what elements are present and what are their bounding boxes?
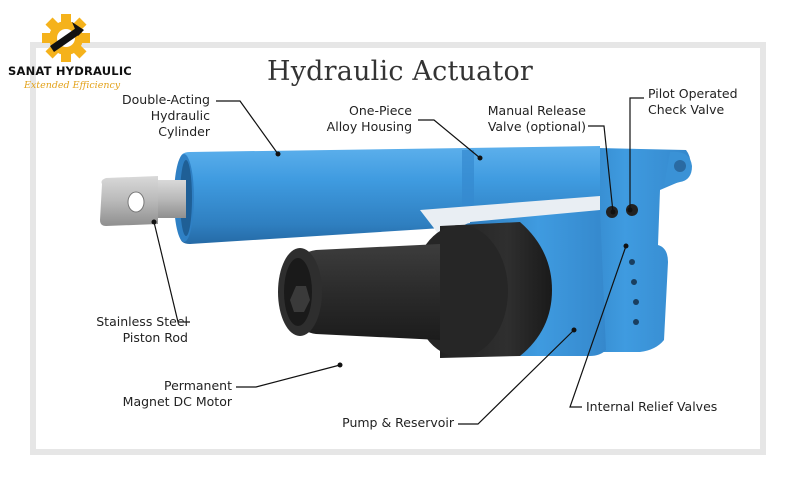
piston-rod bbox=[100, 176, 186, 226]
label-relief-valves: Internal Relief Valves bbox=[586, 399, 717, 415]
label-alloy-housing: One-Piece Alloy Housing bbox=[327, 103, 412, 135]
label-pump-reservoir: Pump & Reservoir bbox=[342, 415, 454, 431]
label-piston-rod: Stainless Steel Piston Rod bbox=[96, 314, 188, 346]
dc-motor bbox=[278, 222, 552, 358]
label-dc-motor: Permanent Magnet DC Motor bbox=[123, 378, 232, 410]
label-manual-release-valve: Manual Release Valve (optional) bbox=[488, 103, 586, 135]
label-pilot-check-valve: Pilot Operated Check Valve bbox=[648, 86, 738, 118]
label-double-acting-cylinder: Double-Acting Hydraulic Cylinder bbox=[122, 92, 210, 140]
